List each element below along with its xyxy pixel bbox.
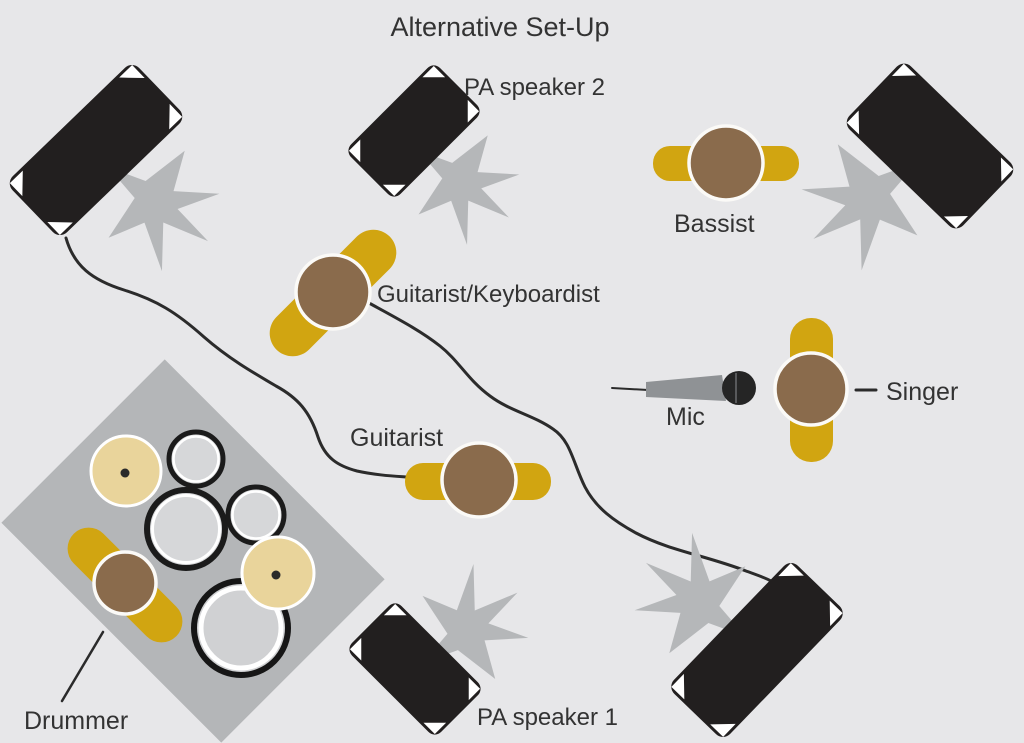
label-drummer: Drummer — [24, 707, 128, 735]
musician-head — [440, 441, 518, 519]
label-guitarist: Guitarist — [350, 424, 443, 452]
keyboard-amp-bottom-right — [671, 563, 843, 737]
label-pa-speaker-2: PA speaker 2 — [464, 74, 605, 101]
page-title: Alternative Set-Up — [390, 12, 609, 42]
speaker-box — [348, 65, 480, 197]
tom-drum-hoop — [172, 435, 220, 483]
pa-speaker-1-box — [349, 603, 481, 735]
tom-drum — [225, 484, 287, 546]
musician-head — [773, 351, 849, 427]
speaker-box — [671, 563, 843, 737]
mic-cable — [611, 387, 649, 391]
singer-figure — [773, 318, 849, 462]
musician-head — [687, 124, 765, 202]
sound-burst-icon — [422, 563, 529, 679]
cymbal-bell-dot — [271, 570, 281, 580]
bass-drum-hoop — [198, 585, 284, 671]
sound-burst-icon — [418, 135, 520, 245]
microphone-icon — [646, 371, 756, 405]
musician-head — [294, 253, 372, 331]
tom-drum — [166, 429, 226, 489]
guitar-amp-top-left — [9, 64, 183, 236]
label-singer: Singer — [886, 378, 958, 406]
tom-drum-hoop — [151, 494, 221, 564]
mic-head — [722, 371, 756, 405]
speaker-box — [846, 63, 1014, 229]
tom-drum-hoop — [231, 490, 281, 540]
label-mic: Mic — [666, 403, 705, 431]
drummer-pointer-line — [60, 630, 105, 703]
bass-amp-top-right — [846, 63, 1014, 229]
label-bassist: Bassist — [674, 210, 755, 238]
sound-burst-icon — [801, 144, 918, 271]
pa-speaker-2-box — [348, 65, 480, 197]
bassist-figure — [653, 124, 799, 202]
cable-amp-to-guitarist — [64, 236, 408, 479]
cable-keyboardist-to-amp — [367, 301, 773, 583]
speaker-box — [9, 64, 183, 236]
drummer-head — [92, 550, 158, 616]
guitarist-figure — [405, 441, 551, 519]
label-pa-speaker-1: PA speaker 1 — [477, 704, 618, 731]
sound-burst-icon — [108, 150, 220, 272]
sound-burst-icon — [634, 532, 746, 654]
speaker-box — [349, 603, 481, 735]
guitarist-keyboardist-figure — [269, 229, 397, 357]
tom-drum — [144, 487, 228, 571]
label-guitarist-keyboardist: Guitarist/Keyboardist — [377, 281, 600, 308]
cymbal-bell-dot — [120, 468, 130, 478]
mic-handle — [646, 375, 726, 401]
